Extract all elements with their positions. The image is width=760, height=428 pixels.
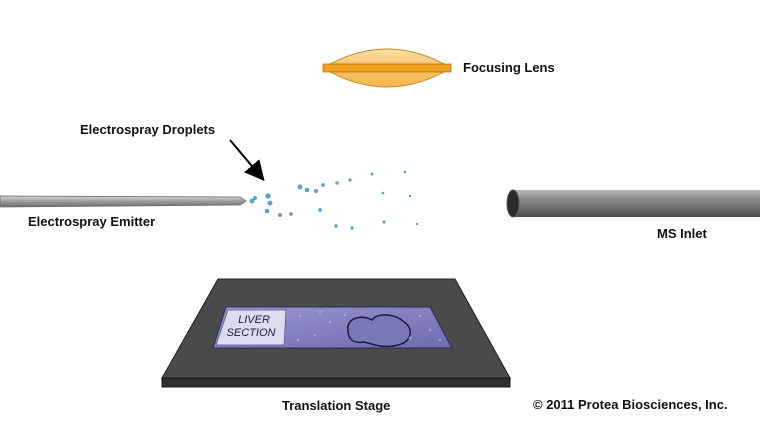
droplet <box>350 226 354 230</box>
emitter-needle <box>0 195 247 208</box>
liver-slide <box>212 306 453 349</box>
tissue-section <box>347 314 411 348</box>
slide-speckle <box>438 338 442 342</box>
droplet <box>415 222 419 226</box>
lens-band <box>322 63 452 73</box>
slide-label-line2: SECTION <box>226 327 276 339</box>
droplet <box>304 187 310 193</box>
slide-speckle <box>418 314 422 318</box>
droplet <box>370 172 374 176</box>
slide-speckle <box>328 320 332 324</box>
slide-speckle <box>408 336 412 340</box>
ms-inlet-tube <box>506 189 760 218</box>
droplet <box>314 188 319 193</box>
slide-label-area <box>215 309 287 346</box>
droplet <box>289 212 293 216</box>
droplet <box>267 200 273 206</box>
droplet <box>334 224 338 228</box>
focusing-lens <box>322 48 452 88</box>
droplet <box>318 208 322 212</box>
electrospray-droplets <box>249 170 419 230</box>
electrospray-droplets-label: Electrospray Droplets <box>80 122 216 137</box>
electrospray-emitter <box>0 195 247 208</box>
droplet <box>403 170 407 174</box>
copyright-notice: © 2011 Protea Biosciences, Inc. <box>533 397 728 412</box>
droplets-arrow <box>229 139 265 182</box>
droplet <box>382 220 386 224</box>
slide-speckle <box>296 338 300 342</box>
droplet <box>278 212 283 217</box>
slide-speckle <box>298 314 302 318</box>
droplet <box>408 194 412 198</box>
droplet <box>321 183 325 187</box>
droplet <box>249 198 255 204</box>
translation-stage-label: Translation Stage <box>282 398 391 413</box>
droplet <box>265 193 271 199</box>
droplet <box>297 184 303 190</box>
droplet <box>335 181 339 185</box>
ms-inlet-opening <box>506 189 520 218</box>
ms-inlet-body <box>512 190 760 217</box>
droplet <box>348 178 352 182</box>
ms-inlet-label: MS Inlet <box>657 226 707 241</box>
droplet <box>381 191 385 195</box>
electrospray-emitter-label: Electrospray Emitter <box>28 214 156 229</box>
slide-label-line1: LIVER <box>238 314 270 326</box>
droplet <box>264 208 270 214</box>
slide-speckle <box>343 313 347 317</box>
focusing-lens-label: Focusing Lens <box>463 60 555 75</box>
slide-texture <box>296 310 442 342</box>
slide-speckle <box>318 310 322 314</box>
stage-front <box>161 377 511 388</box>
slide-speckle <box>313 333 317 337</box>
droplet <box>252 195 257 200</box>
slide-speckle <box>428 328 432 332</box>
